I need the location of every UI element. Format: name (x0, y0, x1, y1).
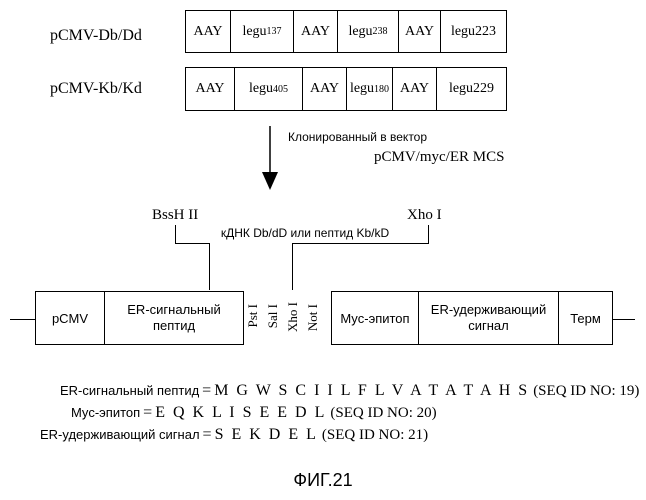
er-retention-signal: ER-удерживающий сигнал (418, 292, 558, 344)
segment-legu: legu238 (337, 11, 398, 52)
xho-i-site: Xho I (407, 207, 442, 224)
vector-name: pCMV/myc/ER MCS (374, 149, 504, 166)
sequence-id: (SEQ ID NO: 19) (533, 383, 639, 400)
terminator: Терм (558, 292, 612, 344)
sequence-id: (SEQ ID NO: 21) (322, 427, 428, 444)
pcmv-promoter: pCMV (36, 292, 104, 344)
vector-backbone (613, 319, 635, 320)
segment-legu: legu223 (440, 11, 506, 52)
construct-db-dd-map: AAY legu137 AAY legu238 AAY legu223 (185, 10, 507, 53)
pst-i-site: Pst I (245, 304, 261, 327)
insert-connector (428, 225, 429, 244)
myc-sequence: Myc-эпитоп = E Q K L I S E E D L (SEQ ID… (71, 404, 437, 422)
insert-connector (175, 243, 210, 244)
segment-legu: legu137 (230, 11, 293, 52)
insert-label: кДНК Db/dD или пептид Kb/kD (205, 226, 405, 240)
construct-name-db-dd: pCMV-Db/Dd (50, 27, 142, 45)
vector-left-block: pCMV ER-сигнальный пептид (35, 291, 244, 345)
segment-aay: AAY (293, 11, 337, 52)
segment-aay: AAY (392, 68, 436, 110)
sequence-residues: E Q K L I S E E D L (155, 404, 326, 422)
insert-connector (292, 243, 429, 244)
sequence-residues: M G W S C I I L F L V A T A T A H S (214, 382, 529, 400)
er-signal-peptide: ER-сигнальный пептид (104, 292, 243, 344)
segment-aay: AAY (398, 11, 440, 52)
sal-i-site: Sal I (265, 304, 281, 328)
segment-legu: legu229 (436, 68, 506, 110)
sequence-residues: S E K D E L (215, 426, 318, 444)
segment-legu: legu180 (346, 68, 392, 110)
bssh-ii-site: BssH II (152, 207, 198, 224)
segment-aay: AAY (186, 11, 230, 52)
sequence-label: ER-сигнальный пептид (60, 383, 199, 398)
myc-epitope: Myc-эпитоп (332, 292, 418, 344)
sequence-id: (SEQ ID NO: 20) (330, 405, 436, 422)
vector-backbone (10, 319, 35, 320)
er-signal-sequence: ER-сигнальный пептид = M G W S C I I L F… (60, 382, 639, 400)
segment-aay: AAY (186, 68, 234, 110)
construct-kb-kd-map: AAY legu405 AAY legu180 AAY legu229 (185, 67, 507, 111)
cloning-text: Клонированный в вектор (288, 130, 427, 144)
segment-legu: legu405 (234, 68, 302, 110)
figure-label: ФИГ.21 (0, 470, 646, 491)
segment-aay: AAY (302, 68, 346, 110)
construct-name-kb-kd: pCMV-Kb/Kd (50, 80, 142, 98)
insert-connector (292, 243, 293, 290)
insert-connector (175, 225, 176, 244)
er-retention-sequence: ER-удерживающий сигнал = S E K D E L (SE… (40, 426, 428, 444)
xho-i-mcs-site: Xho I (285, 302, 301, 332)
down-arrow-icon (259, 126, 281, 192)
sequence-label: Myc-эпитоп (71, 405, 140, 420)
sequence-label: ER-удерживающий сигнал (40, 427, 200, 442)
vector-right-block: Myc-эпитоп ER-удерживающий сигнал Терм (331, 291, 613, 345)
insert-connector (209, 243, 210, 290)
not-i-site: Not I (305, 304, 321, 331)
